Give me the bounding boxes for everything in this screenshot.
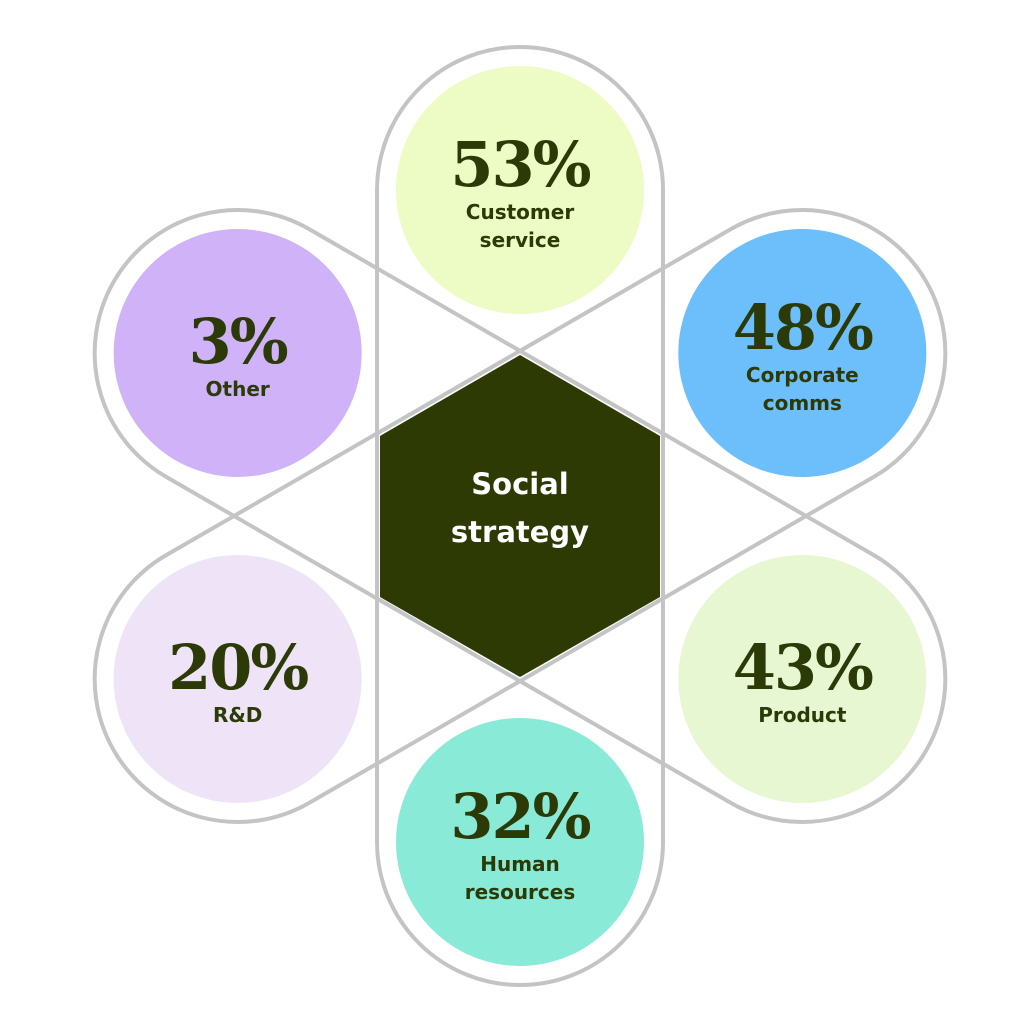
segment-product: 43%Product (678, 555, 927, 803)
segment-customer-service: 53%Customer service (396, 66, 644, 314)
segment-percentage: 32% (450, 780, 590, 853)
segment-label-line2: service (480, 228, 561, 252)
segment-label: Other (206, 377, 270, 401)
capsule-outlines (92, 45, 948, 987)
segment-label: Customer (466, 200, 575, 224)
segment-circle (113, 229, 362, 477)
segment-percentage: 43% (733, 631, 873, 704)
segment-corporate-comms: 48%Corporate comms (678, 229, 927, 477)
segment-circle (396, 718, 644, 966)
center-title-line1: Social (471, 467, 568, 501)
segment-label: R&D (213, 703, 262, 727)
segment-other: 3%Other (113, 229, 362, 477)
segment-percentage: 20% (168, 631, 308, 704)
segment-label-line2: comms (763, 391, 842, 415)
capsule-diagonal-up (92, 208, 948, 824)
segment-rnd: 20%R&D (113, 555, 362, 803)
segment-label: Corporate (746, 363, 859, 387)
capsule-diagonal-down (92, 208, 948, 824)
segment-percentage: 53% (450, 128, 590, 201)
segment-label: Human (480, 852, 560, 876)
segment-percentage: 3% (189, 305, 288, 378)
segment-circle (678, 555, 927, 803)
center-title-line2: strategy (451, 515, 589, 549)
segment-percentage: 48% (733, 291, 873, 364)
segment-human-resources: 32%Human resources (396, 718, 644, 966)
center-hexagon (380, 355, 660, 677)
capsule-vertical (375, 45, 665, 987)
segment-label: Product (758, 703, 847, 727)
segment-circle (396, 66, 644, 314)
segment-circle (678, 229, 927, 477)
segment-label-line2: resources (465, 880, 576, 904)
segment-circle (113, 555, 362, 803)
